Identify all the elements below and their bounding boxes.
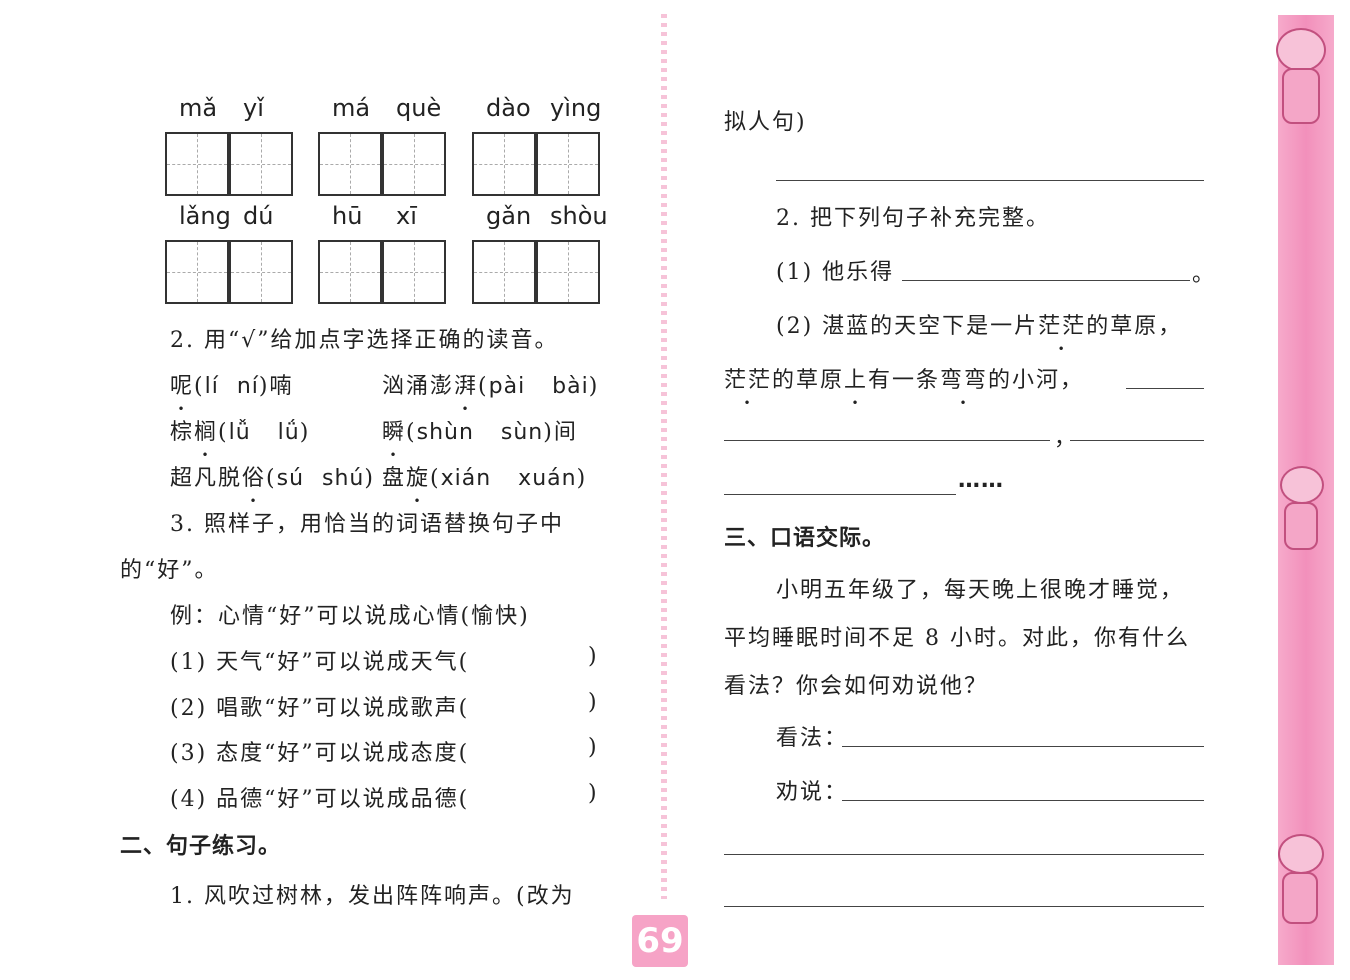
writing-grid-box[interactable] bbox=[536, 132, 600, 196]
section2-title: 二、句子练习。 bbox=[120, 834, 282, 859]
pinyin-label: què bbox=[396, 94, 442, 122]
page-number: 69 bbox=[632, 915, 688, 967]
section2-q1-b: 拟人句) bbox=[724, 110, 807, 135]
pinyin-label: dú bbox=[243, 202, 274, 230]
pinyin-label: lǎng bbox=[179, 202, 231, 230]
section3-view-label: 看法： bbox=[776, 726, 849, 751]
pinyin-label: dào bbox=[486, 94, 531, 122]
pinyin-label: gǎn bbox=[486, 202, 532, 230]
writing-grid-box[interactable] bbox=[382, 240, 446, 304]
pinyin-label: xī bbox=[396, 202, 417, 230]
section2-q2-1: (1) 他乐得 bbox=[776, 260, 895, 285]
q3-title-a: 3. 照样子，用恰当的词语替换句子中 bbox=[170, 512, 564, 537]
answer-line-q2-2a[interactable] bbox=[1126, 388, 1204, 389]
answer-line-persuade-3[interactable] bbox=[724, 906, 1204, 907]
page-divider bbox=[661, 14, 667, 899]
section2-q2-1-end: 。 bbox=[1192, 262, 1217, 287]
answer-line-q2-2b[interactable] bbox=[724, 440, 1050, 441]
section3-p3: 看法？你会如何劝说他？ bbox=[724, 674, 989, 699]
q2-item-6: 盘旋(xián xuán) bbox=[382, 460, 587, 492]
pinyin-label: má bbox=[332, 94, 371, 122]
pinyin-label: shòu bbox=[550, 202, 608, 230]
q3-item-1-close: ) bbox=[588, 644, 599, 669]
section2-q1-a: 1. 风吹过树林，发出阵阵响声。(改为 bbox=[170, 884, 575, 909]
section3-title: 三、口语交际。 bbox=[724, 526, 886, 551]
section3-p2: 平均睡眠时间不足 8 小时。对此，你有什么 bbox=[724, 626, 1190, 651]
answer-line-q2-2c[interactable] bbox=[1070, 440, 1204, 441]
section2-q2-comma: ， bbox=[1054, 426, 1079, 451]
q2-item-3: 棕榈(lǚ lǘ) bbox=[170, 414, 310, 446]
q2-item-4: 瞬(shùn sùn)间 bbox=[382, 414, 578, 446]
q3-item-4-close: ) bbox=[588, 781, 599, 806]
pinyin-label: yǐ bbox=[243, 94, 264, 122]
answer-line-q2-1[interactable] bbox=[902, 280, 1190, 281]
answer-line-persuade-1[interactable] bbox=[842, 800, 1204, 801]
q3-title-b: 的“好”。 bbox=[120, 558, 219, 583]
q3-item-2: (2) 唱歌“好”可以说成歌声( bbox=[170, 696, 470, 721]
writing-grid-box[interactable] bbox=[472, 240, 536, 304]
q2-item-5: 超凡脱俗(sú shú) bbox=[170, 460, 375, 492]
q3-item-3: (3) 态度“好”可以说成态度( bbox=[170, 741, 470, 766]
q3-item-3-close: ) bbox=[588, 735, 599, 760]
writing-grid-box[interactable] bbox=[229, 240, 293, 304]
writing-grid-box[interactable] bbox=[229, 132, 293, 196]
writing-grid-box[interactable] bbox=[318, 240, 382, 304]
cartoon-pig-middle-icon bbox=[1258, 462, 1338, 554]
cartoon-pig-top-icon bbox=[1258, 18, 1338, 128]
section2-q2-ellipsis: …… bbox=[958, 468, 1004, 493]
q2-item-2: 汹涌澎湃(pài bài) bbox=[382, 368, 599, 400]
section3-persuade-label: 劝说： bbox=[776, 780, 849, 805]
writing-grid-box[interactable] bbox=[472, 132, 536, 196]
pinyin-label: yìng bbox=[550, 94, 602, 122]
section2-q2-2b: 茫茫的草原上有一条弯弯的小河， bbox=[724, 362, 1084, 394]
q3-example: 例：心情“好”可以说成心情(愉快) bbox=[170, 604, 530, 629]
pinyin-label: hū bbox=[332, 202, 363, 230]
writing-grid-box[interactable] bbox=[382, 132, 446, 196]
cartoon-pig-bottom-icon bbox=[1258, 830, 1338, 930]
answer-line-q1[interactable] bbox=[776, 180, 1204, 181]
writing-grid-box[interactable] bbox=[536, 240, 600, 304]
writing-grid-box[interactable] bbox=[165, 240, 229, 304]
q3-item-2-close: ) bbox=[588, 690, 599, 715]
answer-line-q2-2d[interactable] bbox=[724, 494, 956, 495]
writing-grid-box[interactable] bbox=[318, 132, 382, 196]
q2-item-1: 呢(lí ní)喃 bbox=[170, 368, 294, 400]
q3-item-4: (4) 品德“好”可以说成品德( bbox=[170, 787, 470, 812]
q2-title: 2. 用“√”给加点字选择正确的读音。 bbox=[170, 328, 559, 353]
section2-q2-2a: (2) 湛蓝的天空下是一片茫茫的草原， bbox=[776, 308, 1182, 340]
answer-line-persuade-2[interactable] bbox=[724, 854, 1204, 855]
section3-p1: 小明五年级了，每天晚上很晚才睡觉， bbox=[776, 578, 1185, 603]
answer-line-view[interactable] bbox=[842, 746, 1204, 747]
section2-q2-title: 2. 把下列句子补充完整。 bbox=[776, 206, 1050, 231]
q3-item-1: (1) 天气“好”可以说成天气( bbox=[170, 650, 470, 675]
pinyin-label: mǎ bbox=[179, 94, 218, 122]
writing-grid-box[interactable] bbox=[165, 132, 229, 196]
